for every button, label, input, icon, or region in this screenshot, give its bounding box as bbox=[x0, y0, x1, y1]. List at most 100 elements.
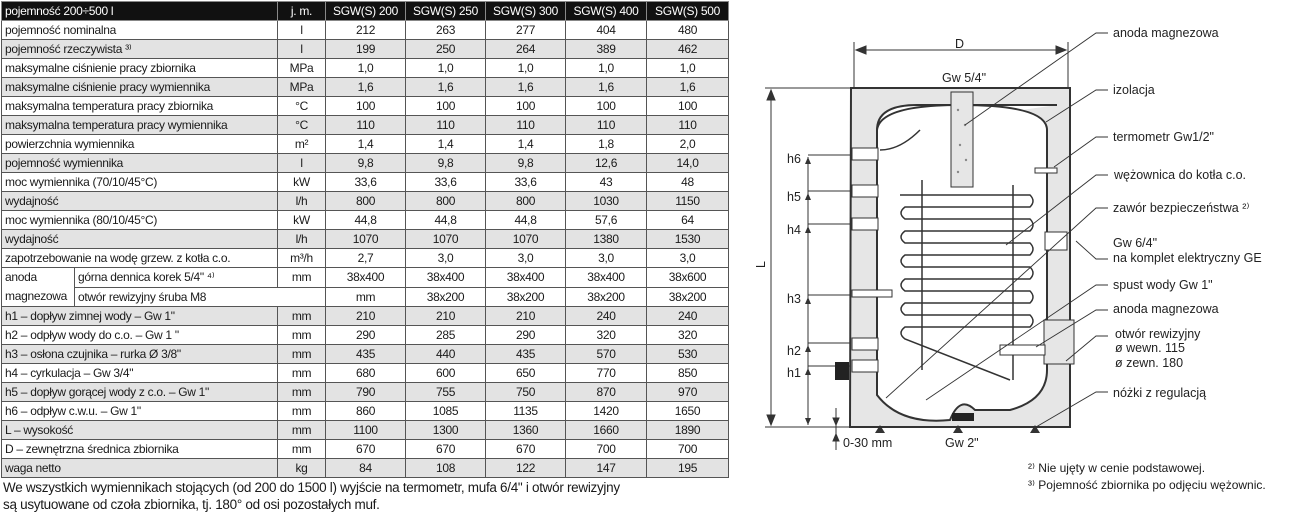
row-value: 38x200 bbox=[646, 286, 730, 307]
row-value: 38x400 bbox=[565, 267, 648, 288]
row-value: 2,7 bbox=[325, 248, 407, 268]
row-unit: mm bbox=[277, 439, 327, 459]
row-value: 110 bbox=[565, 115, 648, 135]
row-value: 44,8 bbox=[325, 210, 407, 230]
row-unit: l/h bbox=[277, 191, 327, 211]
callout-labels: anoda magnezowa izolacja termometr Gw1/2… bbox=[1113, 26, 1262, 400]
row-value: 650 bbox=[485, 363, 567, 383]
label-komplet: na komplet elektryczny GE bbox=[1113, 251, 1262, 265]
row-value: 1,6 bbox=[405, 77, 487, 97]
row-value: 1660 bbox=[565, 420, 648, 440]
row-value: 38x400 bbox=[325, 267, 407, 288]
row-value: 1,4 bbox=[485, 134, 567, 154]
label-otwor: otwór rewizyjny bbox=[1115, 327, 1201, 341]
row-value: 33,6 bbox=[405, 172, 487, 192]
row-label: otwór rewizyjny śruba M8 bbox=[73, 286, 327, 307]
dim-h5: h5 bbox=[787, 190, 801, 204]
row-value: 33,6 bbox=[325, 172, 407, 192]
row-value: 44,8 bbox=[405, 210, 487, 230]
dim-h3: h3 bbox=[787, 292, 801, 306]
row-value: 38x200 bbox=[485, 286, 567, 307]
row-label: h5 – dopływ gorącej wody z c.o. – Gw 1" bbox=[0, 382, 279, 402]
row-label: moc wymiennika (80/10/45°C) bbox=[0, 210, 279, 230]
row-unit: MPa bbox=[277, 77, 327, 97]
row-value: 750 bbox=[485, 382, 567, 402]
row-label: górna dennica korek 5/4" ⁴⁾ bbox=[73, 267, 279, 288]
row-value: 38x200 bbox=[565, 286, 648, 307]
row-unit: l/h bbox=[277, 229, 327, 249]
row-value: 1070 bbox=[325, 229, 407, 249]
row-value: 1030 bbox=[565, 191, 648, 211]
row-value: 84 bbox=[325, 458, 407, 478]
row-value: 100 bbox=[646, 96, 730, 116]
row-value: 970 bbox=[646, 382, 730, 402]
spec-table: pojemność 200÷500 l j. m. SGW(S) 200 SGW… bbox=[0, 1, 730, 478]
row-value: 108 bbox=[405, 458, 487, 478]
row-unit: m³/h bbox=[277, 248, 327, 268]
row-value: 110 bbox=[485, 115, 567, 135]
row-label: pojemność rzeczywista ³⁾ bbox=[0, 39, 279, 59]
row-value: 1530 bbox=[646, 229, 730, 249]
row-value: 570 bbox=[565, 344, 648, 364]
row-value: 1100 bbox=[325, 420, 407, 440]
row-value: 240 bbox=[565, 306, 648, 326]
row-value: 600 bbox=[405, 363, 487, 383]
row-value: 800 bbox=[485, 191, 567, 211]
row-value: 1,6 bbox=[646, 77, 730, 97]
label-termometr: termometr Gw1/2" bbox=[1113, 130, 1214, 144]
row-value: 100 bbox=[565, 96, 648, 116]
row-label: wydajność bbox=[0, 229, 279, 249]
label-nozki: nóżki z regulacją bbox=[1113, 386, 1206, 400]
header-cell: pojemność 200÷500 l bbox=[0, 1, 279, 21]
row-label: zapotrzebowanie na wodę grzew. z kotła c… bbox=[0, 248, 279, 268]
row-value: 38x200 bbox=[405, 286, 487, 307]
row-unit: kW bbox=[277, 210, 327, 230]
row-value: 1085 bbox=[405, 401, 487, 421]
row-value: 195 bbox=[646, 458, 730, 478]
row-label: waga netto bbox=[0, 458, 279, 478]
dim-gw-top: Gw 5/4" bbox=[942, 71, 986, 85]
row-unit: m² bbox=[277, 134, 327, 154]
label-anoda-top: anoda magnezowa bbox=[1113, 26, 1219, 40]
row-value: 1,0 bbox=[325, 58, 407, 78]
row-value: 700 bbox=[646, 439, 730, 459]
header-cell: j. m. bbox=[277, 1, 327, 21]
label-gw64: Gw 6/4" bbox=[1113, 236, 1157, 250]
table-row: h5 – dopływ gorącej wody z c.o. – Gw 1"m… bbox=[0, 382, 730, 402]
dim-gw-bottom: Gw 2" bbox=[945, 436, 979, 450]
row-value: 263 bbox=[405, 20, 487, 40]
row-value: 1,0 bbox=[565, 58, 648, 78]
row-label: maksymalne ciśnienie pracy zbiornika bbox=[0, 58, 279, 78]
row-value: 9,8 bbox=[325, 153, 407, 173]
row-value: 210 bbox=[325, 306, 407, 326]
table-row: zapotrzebowanie na wodę grzew. z kotła c… bbox=[0, 248, 730, 268]
row-unit: °C bbox=[277, 115, 327, 135]
row-unit: kg bbox=[277, 458, 327, 478]
dim-h2: h2 bbox=[787, 344, 801, 358]
row-value: 1300 bbox=[405, 420, 487, 440]
row-value: 3,0 bbox=[565, 248, 648, 268]
row-value: 240 bbox=[646, 306, 730, 326]
row-value: 210 bbox=[405, 306, 487, 326]
row-value: 3,0 bbox=[485, 248, 567, 268]
footnote-2: ²⁾ Nie ujęty w cenie podstawowej. bbox=[1028, 461, 1206, 475]
row-value: 435 bbox=[325, 344, 407, 364]
row-value: 3,0 bbox=[405, 248, 487, 268]
row-value: 670 bbox=[405, 439, 487, 459]
dim-h6: h6 bbox=[787, 152, 801, 166]
table-row: maksymalna temperatura pracy wymiennika°… bbox=[0, 115, 730, 135]
row-value: 680 bbox=[325, 363, 407, 383]
row-unit: mm bbox=[277, 363, 327, 383]
label-zawor: zawór bezpieczeństwa ²⁾ bbox=[1113, 201, 1249, 215]
row-value: 12,6 bbox=[565, 153, 648, 173]
header-cell: SGW(S) 250 bbox=[405, 1, 487, 21]
row-unit: l bbox=[277, 20, 327, 40]
